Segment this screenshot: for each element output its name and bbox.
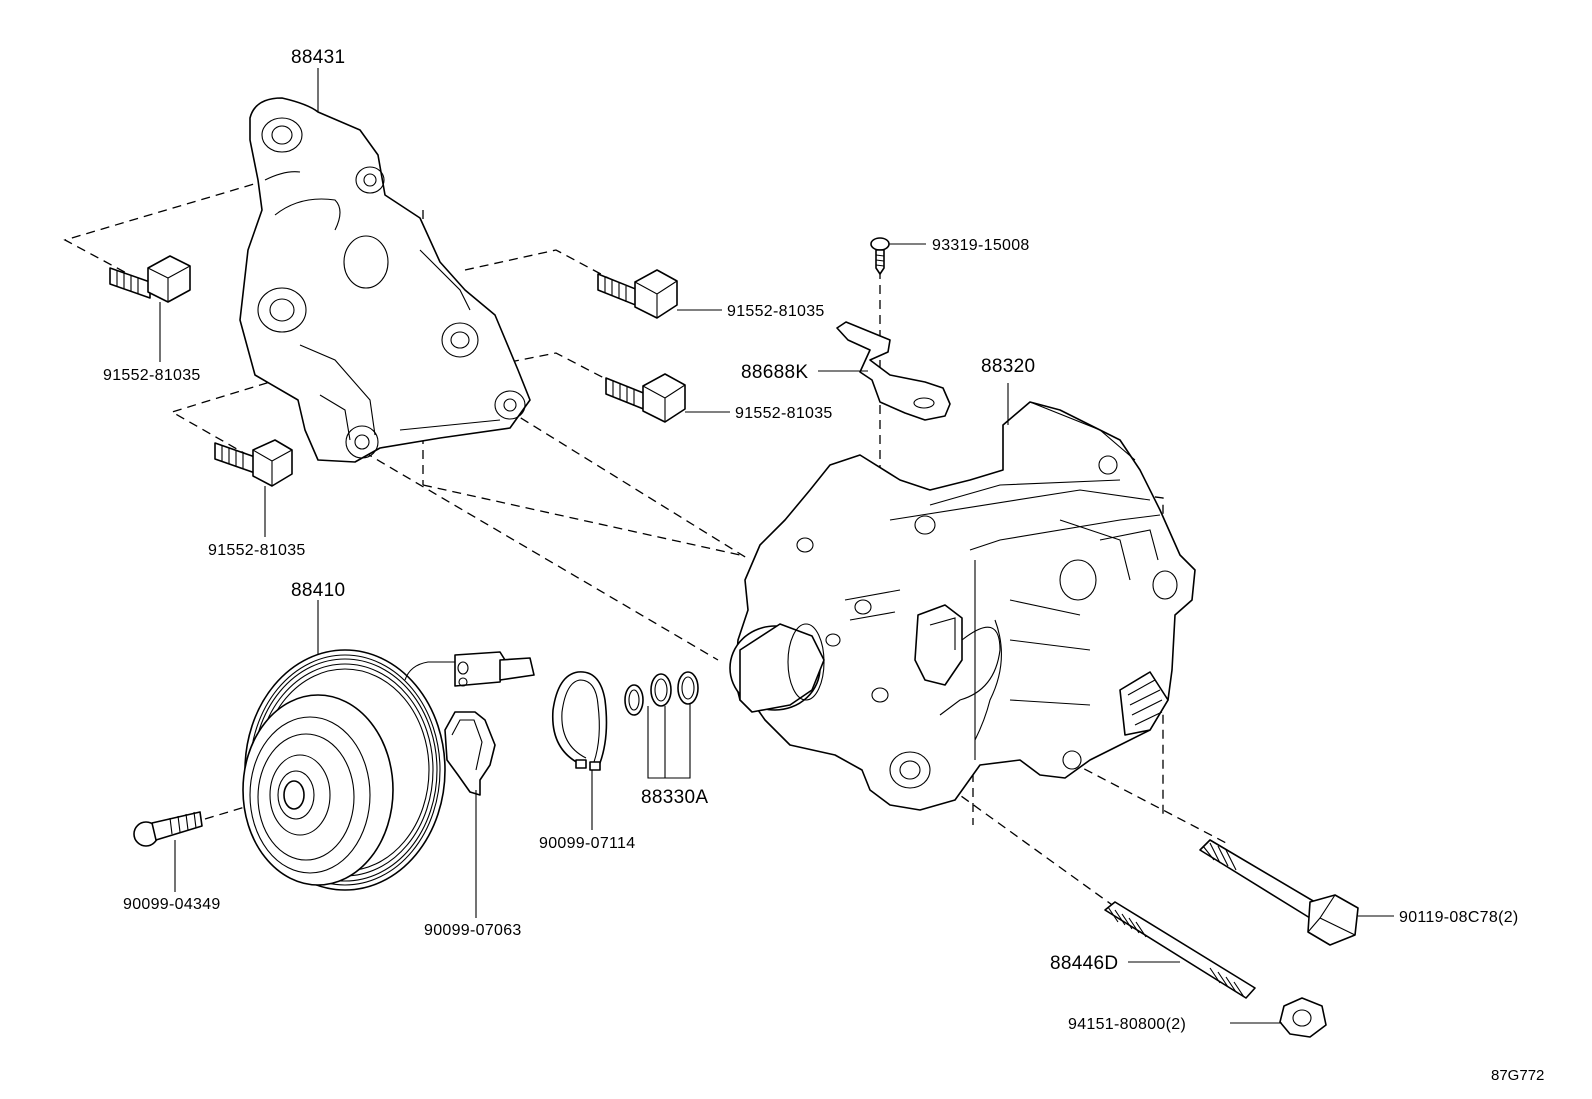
screw[interactable] (870, 237, 890, 275)
clutch-bolt[interactable] (133, 811, 203, 847)
label-bolt-upper-center: 91552-81035 (727, 303, 825, 320)
clamp[interactable] (836, 321, 951, 421)
label-shims: 88330A (641, 787, 708, 808)
compressor-bracket[interactable] (239, 97, 531, 463)
label-bolt-middle-center: 91552-81035 (735, 405, 833, 422)
stud-bolt[interactable] (1104, 901, 1256, 999)
ac-compressor[interactable] (729, 401, 1196, 811)
label-compressor: 88320 (981, 356, 1035, 377)
shims[interactable] (624, 671, 699, 716)
label-stud-bolt: 88446D (1050, 953, 1118, 974)
label-clamp: 88688K (741, 362, 808, 383)
leader-shims (647, 704, 691, 779)
label-bracket: 88431 (291, 47, 345, 68)
label-long-bolt: 90119-08C78(2) (1399, 909, 1519, 926)
label-clutch-pulley: 88410 (291, 580, 345, 601)
long-bolt[interactable] (1199, 839, 1359, 946)
label-gasket: 90099-07063 (424, 922, 522, 939)
label-screw: 93319-15008 (932, 237, 1030, 254)
nut[interactable] (1279, 997, 1327, 1038)
diagram-code: 87G772 (1491, 1067, 1544, 1084)
bolt-lower-left[interactable] (214, 439, 293, 487)
bolt-upper-center[interactable] (597, 269, 678, 319)
label-bolt-lower-left: 91552-81035 (208, 542, 306, 559)
gasket[interactable] (444, 711, 496, 796)
magnetic-clutch-pulley[interactable] (242, 649, 535, 891)
snap-ring[interactable] (551, 671, 608, 771)
label-snap-ring: 90099-07114 (539, 835, 635, 852)
bolt-upper-left[interactable] (109, 255, 191, 303)
label-clutch-bolt: 90099-04349 (123, 896, 221, 913)
bolt-middle-center[interactable] (605, 373, 686, 423)
label-bolt-upper-left: 91552-81035 (103, 367, 201, 384)
label-nut: 94151-80800(2) (1068, 1016, 1186, 1033)
